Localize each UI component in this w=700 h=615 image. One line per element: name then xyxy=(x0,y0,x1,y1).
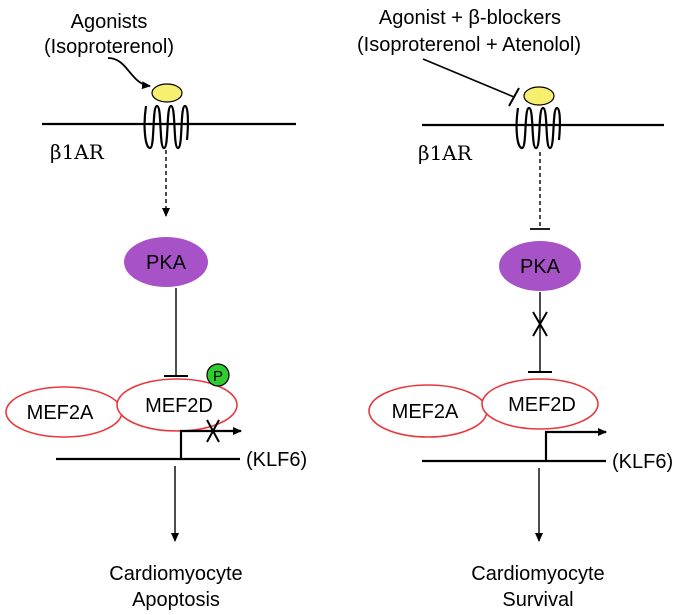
right-mef2d-node xyxy=(481,378,599,430)
left-panel: Agonists (Isoproterenol) β1AR PKA MEF2A … xyxy=(5,11,307,611)
right-outcome-line1: Cardiomyocyte xyxy=(471,563,604,585)
right-blocker-bar xyxy=(508,87,520,107)
right-ligand-icon xyxy=(523,86,555,106)
left-mef2d-label: MEF2D xyxy=(145,395,213,417)
left-mef2d-node xyxy=(116,378,238,432)
left-outcome-line2: Apoptosis xyxy=(132,589,220,611)
right-blocker-line xyxy=(422,58,515,98)
right-mef2a-label: MEF2A xyxy=(392,401,459,423)
right-stimulus-line2: (Isoproterenol + Atenolol) xyxy=(357,34,581,56)
left-block-x-icon xyxy=(206,419,220,443)
left-phosphate-label: P xyxy=(213,368,223,385)
left-ligand-icon xyxy=(151,83,183,103)
right-gene-label: (KLF6) xyxy=(612,451,673,473)
left-transcription-arrow xyxy=(179,427,242,459)
right-panel: Agonist + β-blockers (Isoproterenol + At… xyxy=(357,7,673,611)
right-mef2d-label: MEF2D xyxy=(508,394,576,416)
left-gene-label: (KLF6) xyxy=(246,449,307,471)
right-pka-node xyxy=(499,241,581,291)
left-stimulus-line1: Agonists xyxy=(71,11,148,33)
left-receptor-coil-icon xyxy=(143,104,189,150)
left-phosphate-icon xyxy=(206,363,230,387)
left-stimulus-line2: (Isoproterenol) xyxy=(44,36,174,58)
left-pka-label: PKA xyxy=(146,252,187,274)
left-outcome-line1: Cardiomyocyte xyxy=(109,563,242,585)
right-receptor-coil-icon xyxy=(515,106,561,150)
left-pka-node xyxy=(124,237,208,287)
right-stimulus-line1: Agonist + β-blockers xyxy=(379,7,561,29)
right-outcome-line2: Survival xyxy=(502,589,573,611)
left-receptor-label: β1AR xyxy=(50,140,105,164)
right-transcription-arrow xyxy=(544,428,607,461)
left-agonist-arrow xyxy=(107,57,151,90)
right-receptor-label: β1AR xyxy=(418,141,473,165)
right-pka-label: PKA xyxy=(520,256,561,278)
left-mef2a-label: MEF2A xyxy=(27,402,94,424)
right-block-x-icon xyxy=(532,311,548,337)
